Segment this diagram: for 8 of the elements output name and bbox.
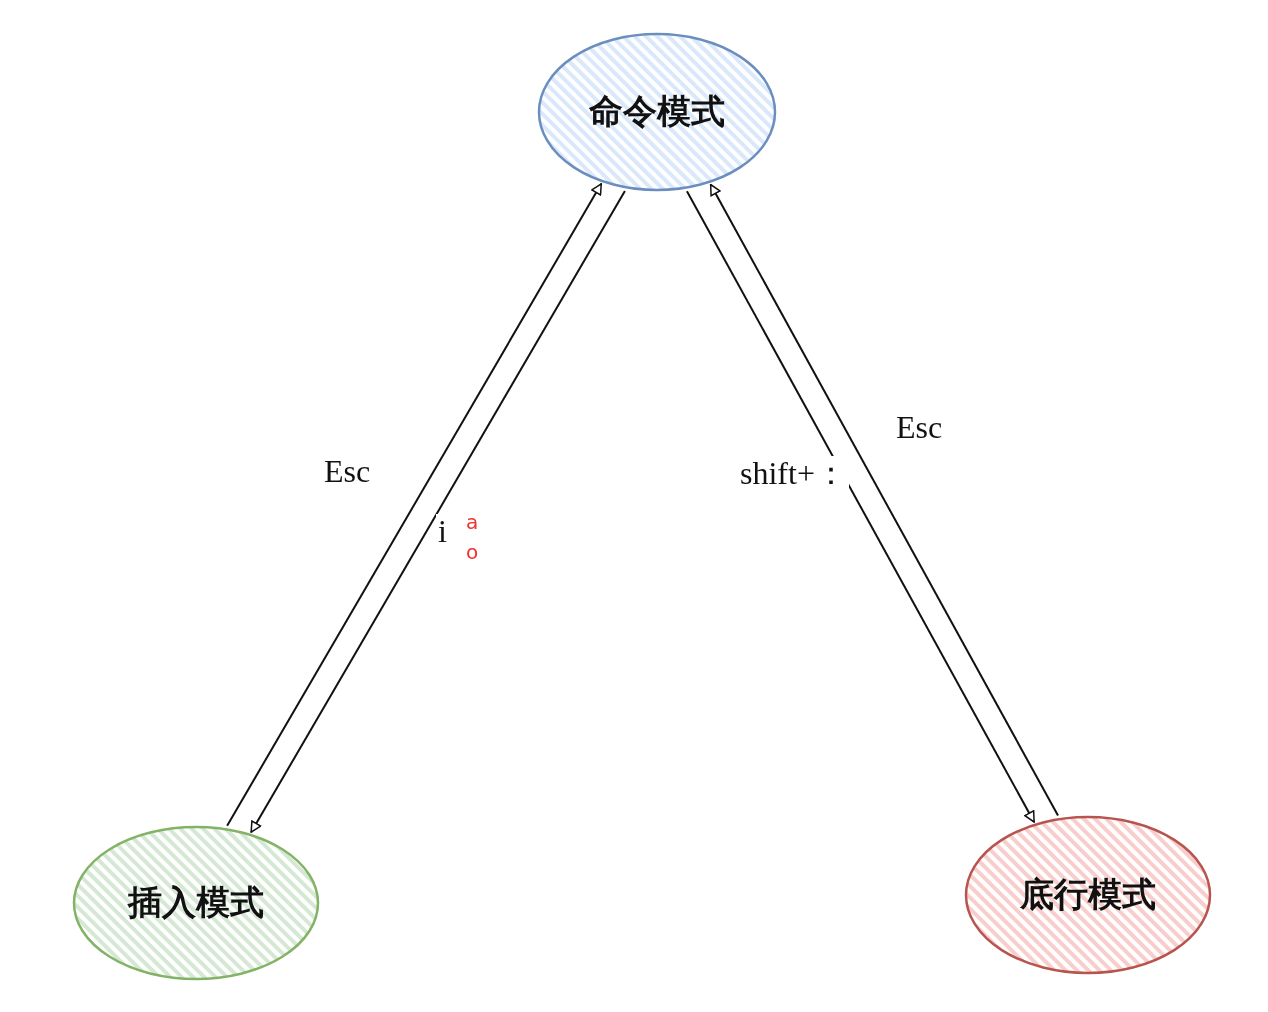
mode-label: 插入模式 (128, 881, 264, 924)
key-label: a (466, 512, 479, 532)
mode-ellipse (72, 825, 320, 981)
mode-label: 底行模式 (1020, 873, 1156, 916)
mode-label: 命令模式 (589, 90, 725, 133)
mode-ellipse (964, 815, 1212, 975)
mode-ellipse (537, 32, 777, 192)
key-label: o (466, 542, 479, 562)
